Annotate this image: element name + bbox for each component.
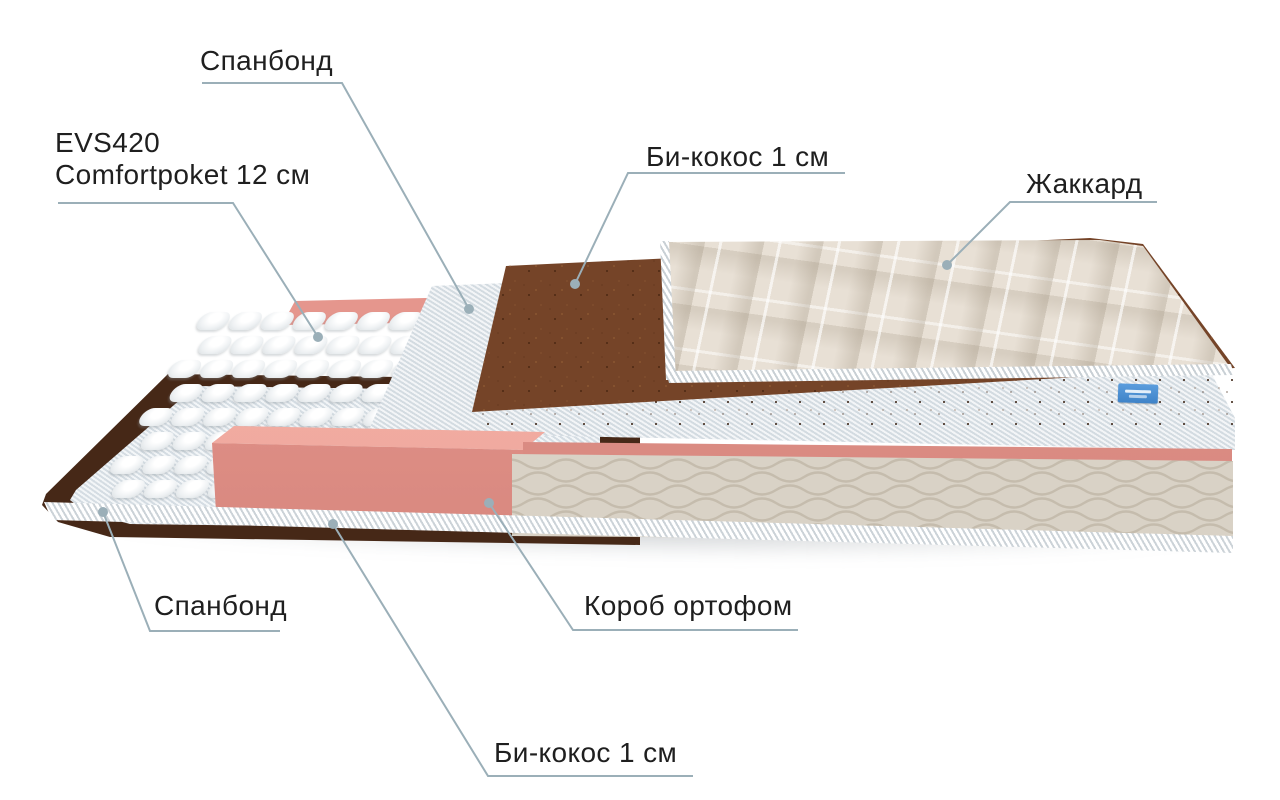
- label-korob-text: Короб ортофом: [584, 590, 793, 621]
- leader-dot-bicocos-top: [570, 279, 580, 289]
- leader-line-bicocos-top: [574, 172, 845, 285]
- label-bicocos-bottom-text: Би-кокос 1 см: [494, 737, 678, 768]
- label-evs-line2: Comfortpoket 12 см: [55, 159, 311, 190]
- label-bicocos-bottom: Би-кокос 1 см: [494, 737, 677, 769]
- leader-dot-spunbond-top: [464, 304, 474, 314]
- leader-dot-jacquard: [942, 260, 952, 270]
- label-bicocos-top: Би-кокос 1 см: [646, 141, 829, 173]
- leader-line-evs: [58, 202, 319, 338]
- leader-dot-korob: [484, 498, 494, 508]
- label-evs-line1: EVS420: [55, 127, 161, 158]
- leader-dot-spunbond-bottom: [98, 507, 108, 517]
- leader-line-spunbond-top: [202, 82, 470, 310]
- leader-dot-bicocos-bottom: [328, 519, 338, 529]
- leader-line-spunbond-bottom: [102, 511, 280, 632]
- label-jacquard: Жаккард: [1026, 168, 1143, 200]
- label-evs: EVS420 Comfortpoket 12 см: [55, 127, 310, 191]
- label-jacquard-text: Жаккард: [1026, 168, 1143, 199]
- label-spunbond-bottom: Спанбонд: [154, 590, 287, 622]
- label-spunbond-bottom-text: Спанбонд: [154, 590, 288, 621]
- leader-line-bicocos-bottom: [332, 523, 693, 777]
- leader-line-jacquard: [946, 201, 1157, 266]
- label-spunbond-top: Спанбонд: [200, 45, 333, 77]
- leader-line-korob: [488, 502, 798, 631]
- label-spunbond-top-text: Спанбонд: [200, 45, 334, 76]
- label-bicocos-top-text: Би-кокос 1 см: [646, 141, 830, 172]
- label-korob: Короб ортофом: [584, 590, 793, 622]
- leader-dot-evs: [313, 332, 323, 342]
